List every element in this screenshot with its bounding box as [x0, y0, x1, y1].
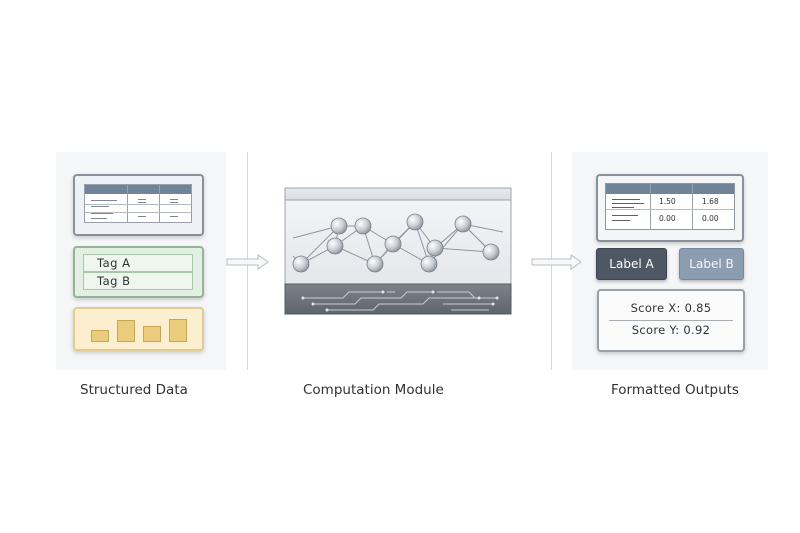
output-cell: 0.00 [659, 214, 676, 223]
label-a-chip: Label A [596, 248, 667, 280]
circuit-traces-icon [303, 291, 497, 311]
computation-module [284, 187, 512, 315]
arrow-right-icon [531, 254, 582, 270]
tag-list-card: Tag A Tag B [73, 246, 204, 298]
output-table-card: 1.50 1.68 0.00 0.00 [596, 174, 744, 242]
output-table: 1.50 1.68 0.00 0.00 [605, 183, 735, 230]
tag-label: Tag A [97, 256, 131, 270]
caption-formatted-outputs: Formatted Outputs [611, 382, 739, 398]
tag-row-b: Tag B [83, 272, 193, 290]
label-b-chip: Label B [679, 248, 744, 280]
bar-1 [91, 330, 109, 342]
arrow-right-icon [226, 254, 269, 270]
bar-2 [117, 320, 135, 342]
score-card: Score X: 0.85 Score Y: 0.92 [597, 289, 745, 352]
caption-structured-data: Structured Data [80, 382, 188, 398]
input-table-header [85, 185, 191, 194]
bar-3 [143, 326, 161, 342]
output-cell: 0.00 [702, 214, 719, 223]
output-table-header [606, 184, 734, 194]
bar-4 [169, 319, 187, 342]
output-cell: 1.50 [659, 197, 676, 206]
output-cell: 1.68 [702, 197, 719, 206]
input-table [84, 184, 192, 223]
bar-chart-card [73, 307, 204, 351]
caption-computation-module: Computation Module [303, 382, 444, 398]
input-table-card [73, 174, 204, 236]
score-x: Score X: 0.85 [630, 301, 712, 315]
score-y: Score Y: 0.92 [631, 323, 711, 337]
tag-row-a: Tag A [83, 254, 193, 272]
tag-label: Tag B [97, 274, 131, 288]
